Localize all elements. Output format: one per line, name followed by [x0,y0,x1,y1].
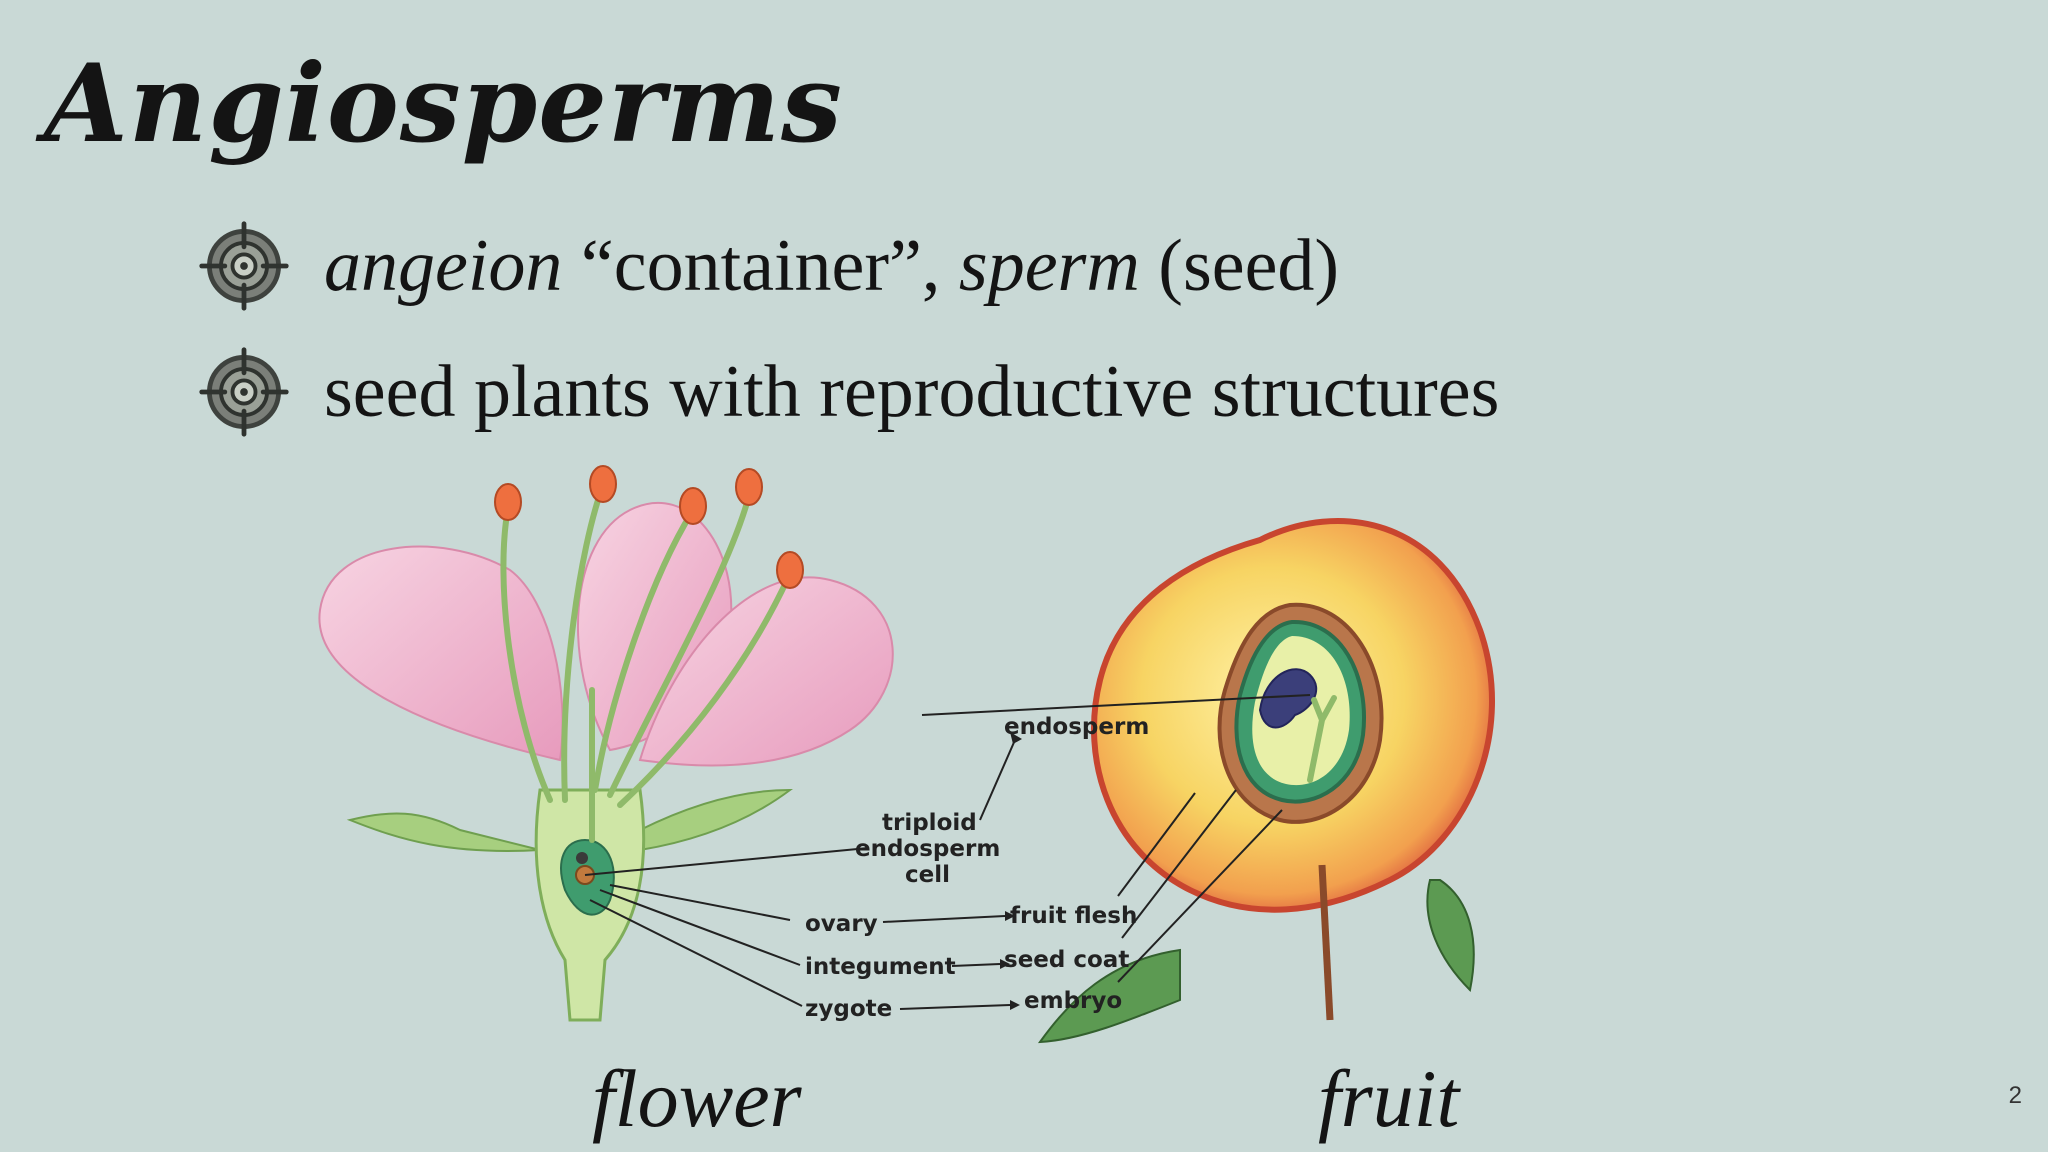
label-embryo: embryo [1024,988,1122,1014]
bullet-etymology: angeion “container”, sperm (seed) [196,218,1339,314]
gloss-container: “container”, [581,224,941,309]
flower-fruit-diagram: endosperm triploid endosperm cell ovary … [310,460,1660,1060]
bullet-definition: seed plants with reproductive structures [196,344,1499,440]
label-triploid-line1: triploid [882,810,977,836]
slide-title: Angiosperms [44,40,843,170]
label-integument: integument [805,954,956,980]
label-fruit-flesh: fruit flesh [1010,903,1137,929]
caption-flower: flower [592,1052,802,1146]
label-triploid-line2: endosperm [855,836,1000,862]
crosshair-target-icon [196,218,292,314]
label-seed-coat: seed coat [1004,947,1129,973]
gloss-seed: (seed) [1158,224,1339,309]
label-endosperm: endosperm [1004,714,1149,740]
label-triploid-line3: cell [905,862,950,888]
term-sperm: sperm [959,224,1140,309]
bullet-text: seed plants with reproductive structures [324,350,1499,435]
crosshair-target-icon [196,344,292,440]
page-number: 2 [2009,1082,2022,1110]
label-zygote: zygote [805,996,892,1022]
caption-fruit: fruit [1318,1052,1459,1146]
label-ovary: ovary [805,911,878,937]
term-angeion: angeion [324,224,562,309]
